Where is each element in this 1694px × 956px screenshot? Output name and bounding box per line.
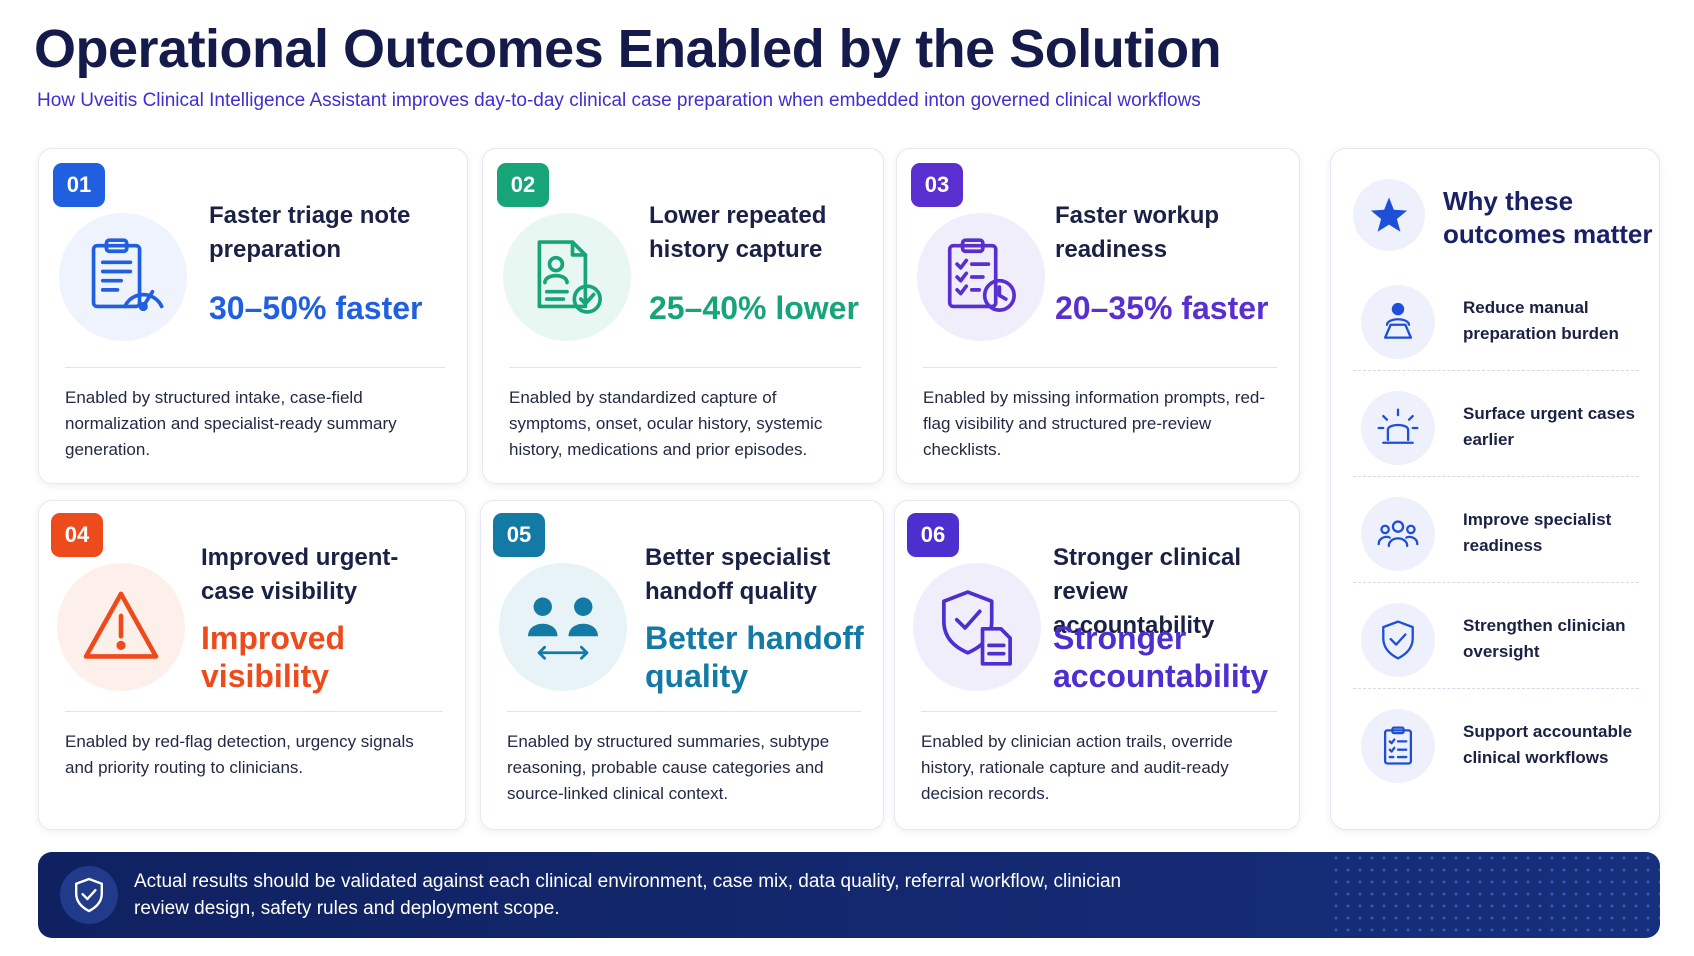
side-item-accountable-workflows: Support accountable clinical workflows — [1353, 689, 1639, 795]
card-heading: Faster workup readiness — [1055, 202, 1220, 263]
card-description: Enabled by missing information prompts, … — [923, 388, 1266, 459]
side-divider — [1353, 582, 1639, 583]
side-item-specialist-readiness: Improve specialist readiness — [1353, 477, 1639, 583]
card-description: Enabled by clinician action trails, over… — [921, 732, 1233, 803]
patient-record-check-icon — [503, 213, 631, 341]
card-number-badge: 05 — [493, 513, 545, 557]
side-item-clinician-oversight: Strengthen clinician oversight — [1353, 583, 1639, 689]
card-number-badge: 02 — [497, 163, 549, 207]
why-outcomes-panel: Why these outcomes matter Reduce manual … — [1330, 148, 1660, 830]
side-item-label: Reduce manual preparation burden — [1463, 298, 1619, 343]
card-divider — [923, 367, 1277, 368]
side-item-manual-burden: Reduce manual preparation burden — [1353, 265, 1639, 371]
card-metric: Better handoff quality — [645, 620, 864, 694]
side-item-label: Support accountable clinical workflows — [1463, 722, 1633, 767]
card-heading: Better specialist handoff quality — [645, 544, 831, 605]
outcome-card-06: 06 Stronger clinical review accountabili… — [894, 500, 1300, 830]
person-laptop-icon — [1361, 285, 1435, 359]
card-heading: Lower repeated history capture — [649, 202, 827, 263]
alarm-light-icon — [1361, 391, 1435, 465]
checklist-clock-icon — [917, 213, 1045, 341]
card-heading: Improved urgent-case visibility — [201, 544, 399, 605]
side-divider — [1353, 370, 1639, 371]
page-subtitle: How Uveitis Clinical Intelligence Assist… — [37, 90, 1201, 111]
side-item-label: Improve specialist readiness — [1463, 510, 1612, 555]
card-number-badge: 01 — [53, 163, 105, 207]
card-divider — [507, 711, 861, 712]
card-description: Enabled by red-flag detection, urgency s… — [65, 732, 414, 777]
card-number-badge: 03 — [911, 163, 963, 207]
card-heading: Stronger clinical review accountability — [1053, 544, 1242, 639]
side-item-label: Surface urgent cases earlier — [1463, 404, 1635, 449]
outcome-card-02: 02 Lower repeated history capture 25–40%… — [482, 148, 884, 484]
shield-check-icon — [60, 866, 118, 924]
clipboard-gauge-icon — [59, 213, 187, 341]
warning-triangle-icon — [57, 563, 185, 691]
handoff-people-icon — [499, 563, 627, 691]
card-divider — [921, 711, 1277, 712]
disclaimer-text: Actual results should be validated again… — [134, 871, 1122, 919]
outcome-card-04: 04 Improved urgent-case visibility Impro… — [38, 500, 466, 830]
shield-document-icon — [913, 563, 1041, 691]
side-item-label: Strengthen clinician oversight — [1463, 616, 1626, 661]
card-divider — [509, 367, 861, 368]
outcome-card-05: 05 Better specialist handoff quality Bet… — [480, 500, 884, 830]
card-description: Enabled by structured intake, case-field… — [65, 388, 397, 459]
card-metric: Improved visibility — [201, 620, 346, 694]
card-divider — [65, 367, 445, 368]
disclaimer-banner: Actual results should be validated again… — [38, 852, 1660, 938]
page-title: Operational Outcomes Enabled by the Solu… — [34, 19, 1222, 79]
outcome-card-03: 03 Faster workup readiness 20–35% faster… — [896, 148, 1300, 484]
dot-pattern — [1330, 852, 1660, 938]
shield-check-icon — [1361, 603, 1435, 677]
side-item-urgent-cases: Surface urgent cases earlier — [1353, 371, 1639, 477]
side-divider — [1353, 476, 1639, 477]
star-icon — [1353, 179, 1425, 251]
card-metric: 20–35% faster — [1055, 290, 1269, 326]
card-metric: 25–40% lower — [649, 290, 859, 326]
card-number-badge: 04 — [51, 513, 103, 557]
outcome-card-01: 01 Faster triage note preparation 30–50%… — [38, 148, 468, 484]
panel-title: Why these outcomes matter — [1443, 186, 1653, 249]
card-description: Enabled by structured summaries, subtype… — [507, 732, 830, 803]
clipboard-list-icon — [1361, 709, 1435, 783]
card-number-badge: 06 — [907, 513, 959, 557]
card-heading: Faster triage note preparation — [209, 202, 411, 263]
card-description: Enabled by standardized capture of sympt… — [509, 388, 823, 459]
card-divider — [65, 711, 443, 712]
card-metric: Stronger accountability — [1053, 620, 1269, 694]
card-metric: 30–50% faster — [209, 290, 423, 326]
side-divider — [1353, 688, 1639, 689]
team-icon — [1361, 497, 1435, 571]
